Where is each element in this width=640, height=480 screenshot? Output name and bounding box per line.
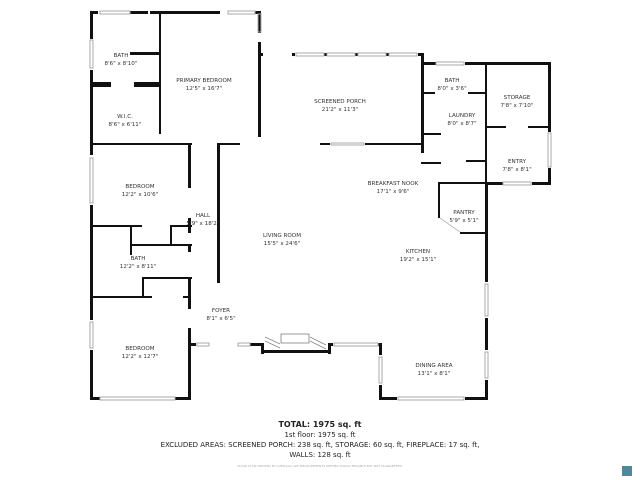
room-name: W.I.C.: [117, 114, 133, 120]
room-wic: W.I.C. 8'6" x 6'11": [109, 113, 142, 129]
logo-icon: [622, 466, 632, 476]
room-dims: 12'5" x 16'7": [185, 86, 223, 92]
room-name: LIVING ROOM: [262, 233, 302, 239]
room-dims: 8'6" x 6'11": [108, 122, 142, 128]
room-dims: 8'0" x 8'7": [447, 121, 477, 127]
room-name: STORAGE: [503, 95, 531, 101]
room-name: PRIMARY BEDROOM: [176, 78, 232, 84]
room-dims: 17'1" x 9'6": [376, 189, 410, 195]
room-dims: 12'2" x 8'11": [119, 264, 157, 270]
room-bath-hall: BATH 12'2" x 8'11": [120, 255, 156, 271]
room-living-room: LIVING ROOM 15'5" x 24'6": [263, 232, 301, 248]
excluded-areas: EXCLUDED AREAS: SCREENED PORCH: 238 sq. …: [160, 441, 480, 449]
room-name: DINING AREA: [415, 363, 453, 369]
room-name: BATH: [444, 78, 460, 84]
room-foyer: FOYER 8'1" x 6'5": [206, 307, 235, 323]
room-pantry: PANTRY 5'9" x 5'1": [449, 209, 478, 225]
room-name: BEDROOM: [125, 346, 155, 352]
room-name: BEDROOM: [125, 184, 155, 190]
room-dims: 12'2" x 12'7": [121, 354, 159, 360]
walls-area: WALLS: 128 sq. ft: [289, 451, 351, 459]
room-kitchen: KITCHEN 19'2" x 15'1": [400, 248, 436, 264]
room-name: LAUNDRY: [448, 113, 476, 119]
room-dims: 8'0" x 3'6": [437, 86, 467, 92]
room-name: BATH: [113, 53, 129, 59]
walls: [90, 11, 551, 400]
room-breakfast-nook: BREAKFAST NOOK 17'1" x 9'6": [368, 180, 419, 196]
room-dims: 5'9" x 5'1": [449, 218, 479, 224]
room-name: BREAKFAST NOOK: [367, 181, 419, 187]
room-bath-primary: BATH 8'6" x 8'10": [105, 52, 138, 68]
room-dims: 15'5" x 24'6": [263, 241, 301, 247]
total-area: TOTAL: 1975 sq. ft: [278, 420, 362, 429]
room-name: HALL: [195, 213, 211, 219]
room-name: FOYER: [211, 308, 231, 314]
room-name: ENTRY: [507, 159, 527, 165]
room-dims: 8'1" x 6'5": [206, 316, 236, 322]
room-name: SCREENED PORCH: [314, 99, 366, 105]
room-dims: 19'2" x 15'1": [399, 257, 437, 263]
room-bedroom-1: BEDROOM 12'2" x 10'6": [122, 183, 158, 199]
room-bath-laundry: BATH 8'0" x 3'6": [437, 77, 466, 93]
room-bedroom-2: BEDROOM 12'2" x 12'7": [122, 345, 158, 361]
windows: [89, 10, 552, 401]
disclaimer: FLOOR PLAN CREATED BY CUBICASA APP. MEAS…: [237, 464, 403, 468]
room-dims: 21'2" x 11'3": [321, 107, 359, 113]
room-dining-area: DINING AREA 13'1" x 8'1": [415, 362, 452, 378]
room-dims: 8'6" x 8'10": [104, 61, 138, 67]
room-laundry: LAUNDRY 8'0" x 8'7": [447, 112, 476, 128]
fireplace-hatch: [264, 333, 327, 350]
room-dims: 7'8" x 7'10": [500, 103, 534, 109]
room-name: KITCHEN: [405, 249, 431, 255]
room-name: PANTRY: [453, 210, 475, 216]
room-dims: 12'2" x 10'6": [121, 192, 159, 198]
room-dims: 5'9" x 18'2": [186, 221, 220, 227]
room-entry: ENTRY 7'8" x 8'1": [502, 158, 531, 174]
room-name: BATH: [130, 256, 146, 262]
room-primary-bedroom: PRIMARY BEDROOM 12'5" x 16'7": [176, 77, 231, 93]
room-hall: HALL 5'9" x 18'2": [187, 212, 220, 228]
floor-area: 1st floor: 1975 sq. ft: [284, 431, 356, 439]
room-dims: 7'8" x 8'1": [502, 167, 532, 173]
room-screened-porch: SCREENED PORCH 21'2" x 11'3": [314, 98, 366, 114]
room-dims: 13'1" x 8'1": [417, 371, 451, 377]
room-storage: STORAGE 7'8" x 7'10": [501, 94, 534, 110]
